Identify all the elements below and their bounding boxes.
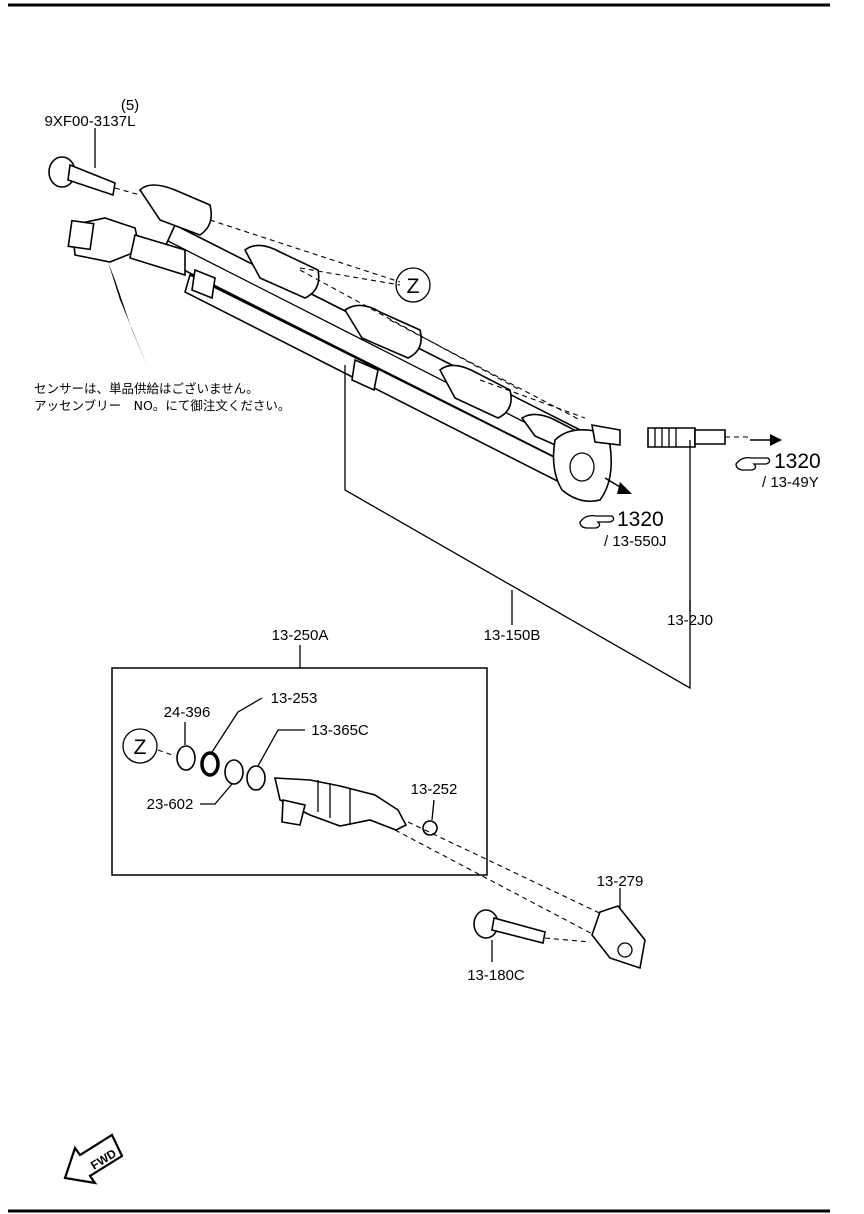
fwd-arrow-icon [63, 1133, 124, 1185]
oring-13-365c[interactable] [246, 765, 266, 791]
hand-pointer-icon [735, 456, 771, 471]
label-bolt-180c: 13-180C [467, 967, 525, 984]
label-bolt-qty: (5) [121, 97, 139, 114]
note-line-1: センサーは、単品供給はございません。 [34, 381, 259, 396]
ref-upper-num[interactable]: 1320 [774, 450, 821, 473]
label-oring-253: 13-253 [271, 690, 318, 707]
injector-clip-dash2 [407, 821, 611, 919]
label-clip-279: 13-279 [597, 873, 644, 890]
label-oring-23602: 23-602 [147, 796, 194, 813]
leader-23-602 [200, 783, 233, 805]
sensor-pointer [108, 262, 148, 368]
leader-13-253 [211, 697, 263, 753]
label-bolt-part: 9XF00-3137L [45, 113, 136, 130]
z-box-dash [157, 749, 176, 757]
seal-13-252[interactable] [422, 820, 438, 836]
injector-clip-dash [394, 829, 601, 939]
label-seal-252: 13-252 [411, 781, 458, 798]
ref-upper-sub: / 13-49Y [762, 474, 819, 491]
arrow-lower-head [617, 482, 632, 494]
fuel-rail[interactable] [138, 184, 621, 503]
arrow-upper-head [770, 434, 782, 446]
leader-13-252 [431, 799, 435, 821]
svg-text:Z: Z [134, 736, 147, 759]
bolt-13-180c[interactable] [473, 909, 591, 944]
note-line-2: アッセンブリー NO。にて御注文ください。 [34, 398, 290, 413]
oring-13-253[interactable] [200, 751, 220, 777]
leader-13-365c [257, 729, 305, 767]
ref-lower-sub: / 13-550J [604, 533, 667, 550]
svg-text:Z: Z [407, 275, 420, 298]
z-dashed-lines [209, 219, 586, 421]
hand-pointer-icon [579, 514, 615, 529]
callout-z-top: Z [395, 267, 431, 303]
rail-leader [344, 365, 691, 690]
label-connector: 13-2J0 [667, 612, 713, 629]
fuel-injector[interactable] [273, 777, 408, 831]
label-injector-assy: 13-250A [272, 627, 329, 644]
pressure-sensor[interactable] [67, 217, 186, 277]
ref-lower-num[interactable]: 1320 [617, 508, 664, 531]
label-oring-365c: 13-365C [311, 722, 369, 739]
oring-24-396[interactable] [176, 745, 196, 771]
clip-13-279[interactable] [591, 905, 646, 970]
oring-23-602[interactable] [224, 759, 244, 785]
label-rail: 13-150B [484, 627, 541, 644]
label-oring-24396: 24-396 [164, 704, 211, 721]
fuel-connector-13-2j0[interactable] [647, 427, 749, 448]
bolt-9xf00[interactable] [48, 156, 141, 197]
callout-z-box: Z [122, 728, 158, 764]
